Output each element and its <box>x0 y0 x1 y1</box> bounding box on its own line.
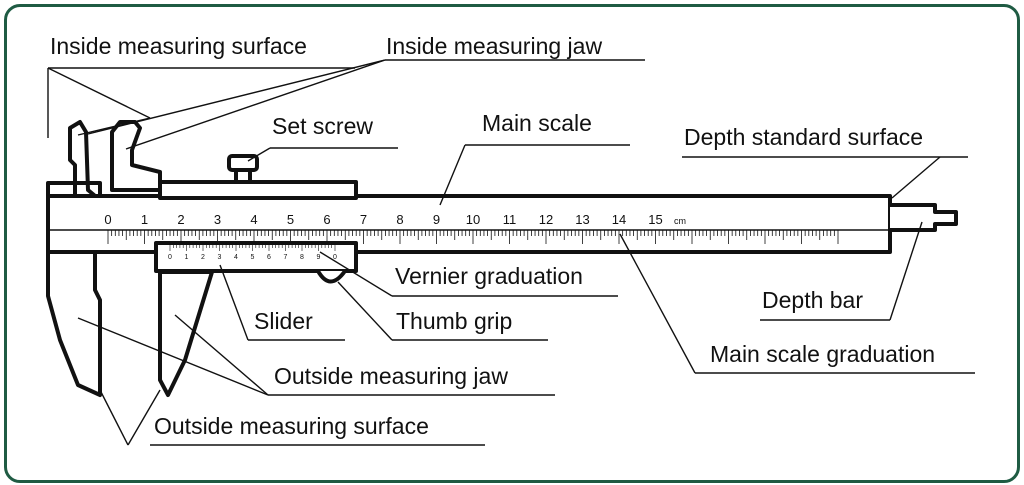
inside-measuring-jaw-slider <box>110 120 162 192</box>
slider-top <box>158 180 358 200</box>
vernier-number: 7 <box>284 254 288 261</box>
vernier-number: 8 <box>300 254 304 261</box>
main-scale-unit: cm <box>674 216 686 226</box>
thumb-grip <box>316 269 347 284</box>
main-scale-number: 2 <box>177 212 184 227</box>
main-scale-number: 4 <box>250 212 257 227</box>
main-scale-number: 7 <box>360 212 367 227</box>
main-scale-number: 11 <box>503 212 517 227</box>
main-scale-number: 1 <box>141 212 148 227</box>
label-depth-bar: Depth bar <box>762 287 863 313</box>
depth-bar <box>890 203 958 232</box>
main-scale-number: 15 <box>648 212 662 227</box>
outside-measuring-jaw-fixed <box>46 250 102 397</box>
main-scale-number: 5 <box>287 212 294 227</box>
label-outside-measuring-surface: Outside measuring surface <box>154 413 429 439</box>
main-scale-number: 0 <box>104 212 111 227</box>
vernier-number: 5 <box>251 254 255 261</box>
main-scale-number: 8 <box>396 212 403 227</box>
leader-lines <box>47 59 975 446</box>
inside-measuring-jaw-fixed <box>46 120 102 202</box>
label-inside-measuring-jaw: Inside measuring jaw <box>386 33 602 59</box>
main-scale-number: 6 <box>323 212 330 227</box>
main-scale-number: 3 <box>214 212 221 227</box>
vernier-number: 3 <box>218 254 222 261</box>
label-slider: Slider <box>254 308 313 334</box>
vernier-number: 6 <box>267 254 271 261</box>
vernier-graduation <box>169 243 336 251</box>
vernier-numbers: 0 1 2 3 4 5 6 7 8 9 0 <box>168 254 337 261</box>
label-main-scale: Main scale <box>482 110 592 136</box>
label-outside-measuring-jaw: Outside measuring jaw <box>274 363 508 389</box>
vernier-number: 9 <box>317 254 321 261</box>
main-scale-number: 13 <box>575 212 589 227</box>
label-depth-standard-surface: Depth standard surface <box>684 124 923 150</box>
main-scale-number: 12 <box>539 212 553 227</box>
vernier-number: 4 <box>234 254 238 261</box>
vernier-number: 0 <box>333 254 337 261</box>
main-scale-number: 9 <box>433 212 440 227</box>
label-set-screw: Set screw <box>272 113 373 139</box>
label-thumb-grip: Thumb grip <box>396 308 512 334</box>
main-scale-graduation <box>107 230 839 244</box>
vernier-number: 0 <box>168 254 172 261</box>
vernier-number: 2 <box>201 254 205 261</box>
main-scale-number: 10 <box>466 212 480 227</box>
outside-measuring-jaw-slider <box>158 270 214 397</box>
set-screw-stem <box>234 168 252 184</box>
label-vernier-graduation: Vernier graduation <box>395 263 583 289</box>
vernier-number: 1 <box>185 254 189 261</box>
label-main-scale-graduation: Main scale graduation <box>710 341 935 367</box>
main-scale-number: 14 <box>612 212 626 227</box>
label-inside-measuring-surface: Inside measuring surface <box>50 33 307 59</box>
